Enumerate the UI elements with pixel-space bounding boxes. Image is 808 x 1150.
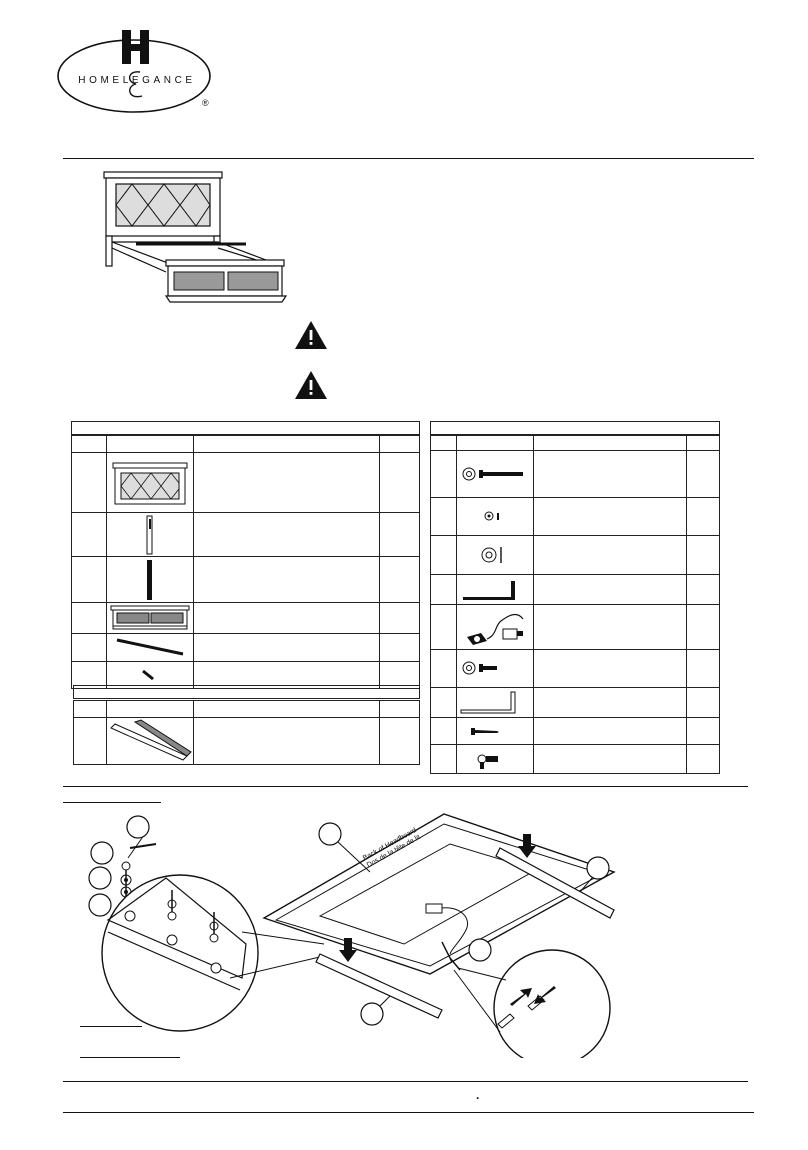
warning-triangle-icon (295, 371, 327, 399)
note-underline-1 (80, 1026, 142, 1027)
footer-divider-top (63, 1081, 748, 1082)
table-row: bolt-with-washer-icon (430, 450, 720, 498)
note-underline-2 (80, 1057, 180, 1058)
parts-table-column-header (71, 435, 420, 453)
center-support-leg-icon (141, 669, 154, 681)
washer-icon (481, 547, 502, 563)
headboard-post-icon (146, 515, 153, 555)
step-heading-underline (63, 802, 161, 803)
table-row: nut-and-washer-icon (430, 497, 720, 536)
table-row: screw-icon (430, 717, 720, 745)
hardware-table-column-header (430, 435, 720, 451)
footer-dot: . (476, 1088, 480, 1102)
footer-divider-bottom (63, 1112, 754, 1113)
screw-icon (470, 728, 499, 735)
table-row: allen-key-large-icon (430, 687, 720, 718)
hardware-table: bolt-with-washer-icon nut-and-washer-ico… (430, 435, 720, 774)
table-row: washer-icon (430, 535, 720, 575)
short-bolt-with-washer-icon (462, 661, 497, 675)
slats-table (73, 700, 420, 765)
bed-illustration (96, 168, 292, 310)
hardware-table-header-bar (430, 421, 720, 435)
table-row: short-bolt-with-washer-icon (430, 649, 720, 688)
homelegance-oval-logo (57, 30, 211, 113)
allen-key-large-icon (460, 691, 516, 714)
top-divider (63, 158, 754, 159)
brand-logo: H HOMELEGANCE ® (56, 24, 216, 116)
allen-key-small-icon (462, 581, 515, 600)
side-rail-icon (116, 638, 184, 656)
section-divider (63, 786, 748, 787)
slats-table-column-header (73, 700, 420, 718)
footboard-post-icon (146, 560, 152, 600)
table-row (71, 661, 420, 689)
warning-icon-1: ! (294, 320, 328, 350)
table-row (71, 452, 420, 513)
cam-bolt-icon (477, 754, 498, 769)
table-row: led-power-adapter-icon (430, 604, 720, 650)
slats-table-header-bar (73, 685, 420, 699)
slat-rails-icon (109, 719, 192, 761)
logo-text: HOMELEGANCE (78, 75, 196, 86)
footboard-part-icon (110, 605, 190, 630)
registered-mark: ® (202, 98, 209, 108)
parts-table-header-bar (71, 421, 420, 435)
bolt-with-washer-icon (462, 467, 523, 481)
headboard-part-icon (112, 462, 188, 505)
table-row (73, 717, 420, 765)
table-row (71, 633, 420, 662)
table-row: allen-key-small-icon (430, 574, 720, 605)
nut-and-washer-icon (484, 511, 499, 521)
table-row (71, 556, 420, 603)
table-row (71, 512, 420, 557)
table-row: cam-bolt-icon (430, 744, 720, 774)
warning-triangle-icon (295, 321, 327, 349)
parts-table (71, 435, 420, 689)
assembly-diagram: Back of Headboard Dos de la tête de lit (80, 808, 640, 1058)
warning-icon-2: ! (294, 370, 328, 400)
led-power-adapter-icon (466, 613, 524, 645)
table-row (71, 602, 420, 634)
